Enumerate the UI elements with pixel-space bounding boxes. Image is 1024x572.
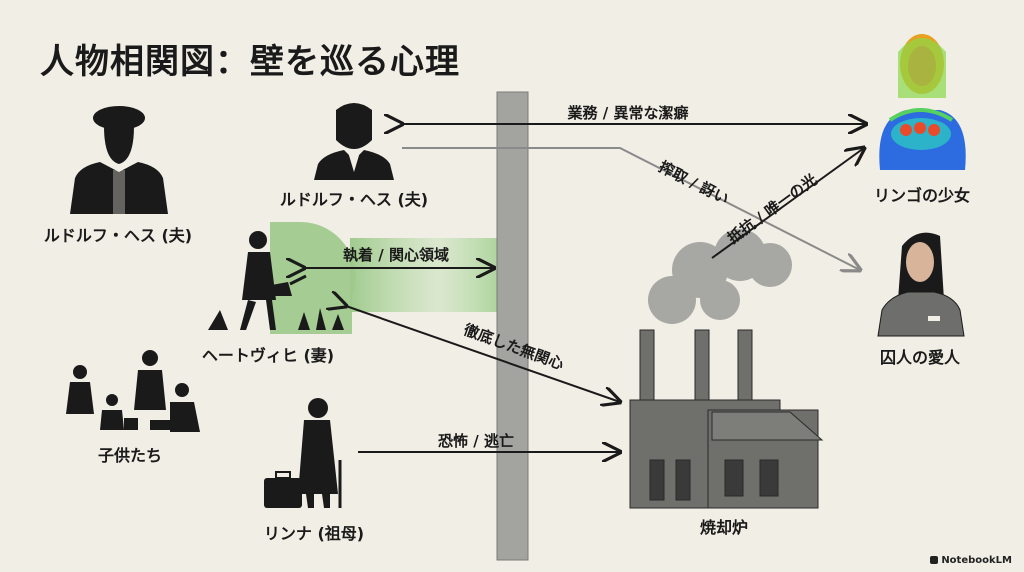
- apple-girl-icon: [879, 34, 966, 170]
- suit-man-icon: [314, 103, 394, 180]
- label-rudolf-suit: ルドルフ・ヘス (夫): [279, 190, 429, 209]
- brand-logo-icon: [930, 556, 939, 564]
- arrow-exploit: [402, 147, 860, 270]
- grandmother-icon: [264, 398, 342, 508]
- children-icon: [66, 350, 200, 432]
- arrow-resist: [711, 148, 864, 259]
- brand-watermark: NotebookLM: [930, 555, 1012, 566]
- prisoner-lover-icon: [877, 232, 965, 337]
- label-linna: リンナ (祖母): [263, 524, 365, 543]
- incinerator-icon: [629, 329, 824, 509]
- wall: [496, 91, 529, 561]
- rel-fear: 恐怖 / 逃亡: [438, 432, 514, 450]
- label-lover: 囚人の愛人: [879, 348, 961, 367]
- label-incinerator: 焼却炉: [699, 518, 749, 537]
- label-hedwig: ヘートヴィヒ (妻): [201, 346, 335, 365]
- arrow-indiff: [346, 306, 620, 402]
- smoke-icon: [648, 229, 792, 324]
- rel-work: 業務 / 異常な潔癖: [567, 104, 689, 122]
- officer-icon: [70, 106, 168, 214]
- brand-text: NotebookLM: [941, 555, 1012, 566]
- rel-obsess: 執着 / 関心領域: [343, 246, 449, 264]
- label-apple-girl: リンゴの少女: [873, 186, 971, 205]
- garden-area: [270, 221, 356, 334]
- label-rudolf-uniform: ルドルフ・ヘス (夫): [43, 226, 193, 245]
- label-children: 子供たち: [97, 446, 163, 465]
- page-title: 人物相関図：壁を巡る心理: [40, 42, 460, 82]
